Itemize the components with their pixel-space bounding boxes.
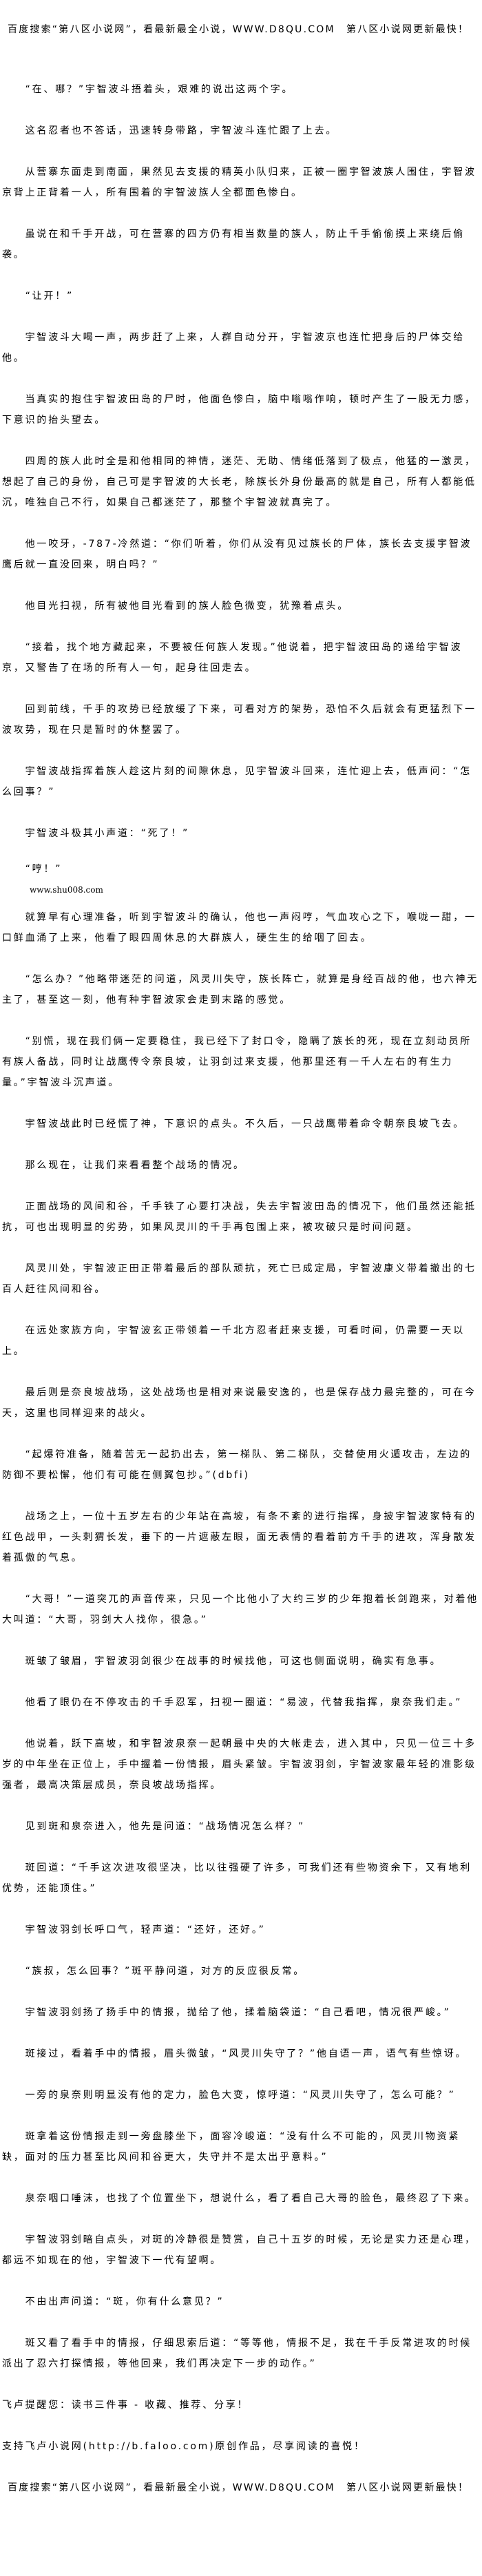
paragraph: 斑皱了皱眉，宇智波羽剑很少在战事的时候找他，可这也侧面说明，确实有急事。 — [25, 1656, 442, 1667]
paragraph: 斑回道：“千手这次进攻很坚决，比以往强硬了许多，可我们还有些物资余下，又有地利优… — [2, 1862, 472, 1894]
paragraph: 他一咬牙，-787-冷然道：“你们听着，你们从没有见过族长的尸体，族长去支援宇智… — [2, 539, 472, 570]
paragraph: 泉奈咽口唾沫，也找了个位置坐下，想说什么，看了看自己大哥的脸色，最终忍了下来。 — [25, 2193, 476, 2204]
paragraph: 他说着，跃下高坡，和宇智波泉奈一起朝最中央的大帐走去，进入其中，只见一位三十多岁… — [2, 1738, 476, 1791]
paragraph: “在、哪？”宇智波斗捂着头，艰难的说出这两个字。 — [25, 84, 294, 95]
paragraph: 宇智波战指挥着族人趁这片刻的间隙休息，见宇智波斗回来，连忙迎上去，低声问：“怎么… — [2, 766, 472, 798]
paragraph: 宇智波斗极其小声道：“死了！” — [25, 828, 190, 839]
paragraph: “哼！” — [25, 864, 63, 875]
paragraph: 见到斑和泉奈进入，他先是问道：“战场情况怎么样？” — [25, 1821, 306, 1832]
chapter-page: 百度搜索“第八区小说网”，看最新最全小说，WWW.D8QU.COM 第八区小说网… — [2, 0, 480, 2498]
paragraph: “别慌，现在我们俩一定要稳住，我已经下了封口令，隐瞒了族长的死，现在立刻动员所有… — [2, 1036, 472, 1088]
paragraph: 宇智波羽剑扬了扬手中的情报，抛给了他，揉着脑袋道：“自己看吧，情况很严峻。” — [25, 2007, 451, 2018]
paragraph: 宇智波斗大喝一声，两步赶了上来，人群自动分开，宇智波京也连忙把身后的尸体交给他。 — [2, 332, 465, 364]
paragraph: 就算早有心理准备，听到宇智波斗的确认，他也一声闷哼，气血攻心之下，喉咙一甜，一口… — [2, 912, 476, 944]
paragraph: “起爆符准备，随着苦无一起扔出去，第一梯队、第二梯队，交替使用火遁攻击，左边的防… — [2, 1449, 472, 1481]
watermark-text: www.shu008.com — [30, 885, 103, 895]
paragraph: 他看了眼仍在不停攻击的千手忍军，扫视一圈道：“易波，代替我指挥，泉奈我们走。” — [25, 1697, 463, 1708]
paragraph: 不由出声问道：“斑，你有什么意见？” — [25, 2296, 224, 2307]
paragraph: 风灵川处，宇智波正田正带着最后的部队顽抗，死亡已成定局，宇智波康义带着撤出的七百… — [2, 1263, 476, 1295]
paragraph: 一旁的泉奈则明显没有他的定力，脸色大变，惊呼道：“风灵川失守了，怎么可能？” — [25, 2090, 456, 2101]
paragraph: “接着，找个地方藏起来，不要被任何族人发现。”他说着，把宇智波田岛的递给宇智波京… — [2, 642, 463, 674]
paragraph: 回到前线，千手的攻势已经放缓了下来，可看对方的架势，恐怕不久后就会有更猛烈下一波… — [2, 704, 476, 736]
paragraph: “怎么办？”他略带迷茫的问道，风灵川失守，族长阵亡，就算是身经百战的他，也六神无… — [2, 974, 479, 1006]
reminder-text: 飞卢提醒您：读书三件事 - 收藏、推荐、分享！ — [2, 2400, 249, 2411]
paragraph: “让开！” — [25, 291, 74, 302]
paragraph: 斑拿着这份情报走到一旁盘膝坐下，面容冷峻道：“没有什么不可能的，风灵川物资紧缺，… — [2, 2131, 461, 2163]
paragraph: 宇智波战此时已经慌了神，下意识的点头。不久后，一只战鹰带着命令朝奈良坡飞去。 — [25, 1119, 465, 1130]
paragraph: 斑又看了看手中的情报，仔细思索后道：“等等他，情报不足，我在千手反常进攻的时候派… — [2, 2338, 472, 2369]
paragraph: “大哥！”一道突兀的声音传来，只见一个比他小了大约三岁的少年抱着长剑跑来，对着他… — [2, 1594, 479, 1625]
ad-banner-bottom: 百度搜索“第八区小说网”，看最新最全小说，WWW.D8QU.COM 第八区小说网… — [8, 2482, 470, 2493]
paragraph: 虽说在和千手开战，可在营寨的四方仍有相当数量的族人，防止千手偷偷摸上来绕后偷袭。 — [2, 229, 465, 260]
paragraph: 从营寨东面走到南面，果然见去支援的精英小队归来，正被一圈宇智波族人围住，宇智波京… — [2, 167, 476, 198]
support-link-text[interactable]: 支持飞卢小说网(http://b.faloo.com)原创作品，尽享阅读的喜悦！ — [2, 2441, 366, 2452]
paragraph: 他目光扫视，所有被他目光看到的族人脸色微变，犹豫着点头。 — [25, 601, 349, 612]
paragraph: 这名忍者也不答话，迅速转身带路，宇智波斗连忙跟了上去。 — [25, 125, 338, 136]
paragraph: 那么现在，让我们来看看整个战场的情况。 — [25, 1160, 245, 1171]
paragraph: 宇智波羽剑长呼口气，轻声道：“还好，还好。” — [25, 1924, 266, 1935]
paragraph: 正面战场的风间和谷，千手铁了心要打决战，失去宇智波田岛的情况下，他们虽然还能抵抗… — [2, 1201, 476, 1233]
ad-banner-top: 百度搜索“第八区小说网”，看最新最全小说，WWW.D8QU.COM 第八区小说网… — [8, 24, 470, 35]
paragraph: 战场之上，一位十五岁左右的少年站在高坡，有条不紊的进行指挥，身披宇智波家特有的红… — [2, 1511, 476, 1564]
paragraph: “族叔，怎么回事？”斑平静问道，对方的反应很反常。 — [25, 1966, 306, 1977]
paragraph: 当真实的抱住宇智波田岛的尸时，他面色惨白，脑中嗡嗡作响，顿时产生了一股无力感，下… — [2, 394, 476, 426]
paragraph: 宇智波羽剑暗自点头，对斑的冷静很是赞赏，自己十五岁的时候，无论是实力还是心理，都… — [2, 2234, 476, 2266]
paragraph: 在远处家族方向，宇智波玄正带领着一千北方忍者赶来支援，可看时间，仍需要一天以上。 — [2, 1325, 465, 1357]
paragraph: 最后则是奈良坡战场，这处战场也是相对来说最安逸的，也是保存战力最完整的，可在今天… — [2, 1387, 476, 1419]
paragraph: 斑接过，看着手中的情报，眉头微皱，“风灵川失守了？”他自语一声，语气有些惊讶。 — [25, 2048, 468, 2059]
paragraph: 四周的族人此时全是和他相同的神情，迷茫、无助、情绪低落到了极点，他猛的一激灵，想… — [2, 456, 476, 508]
